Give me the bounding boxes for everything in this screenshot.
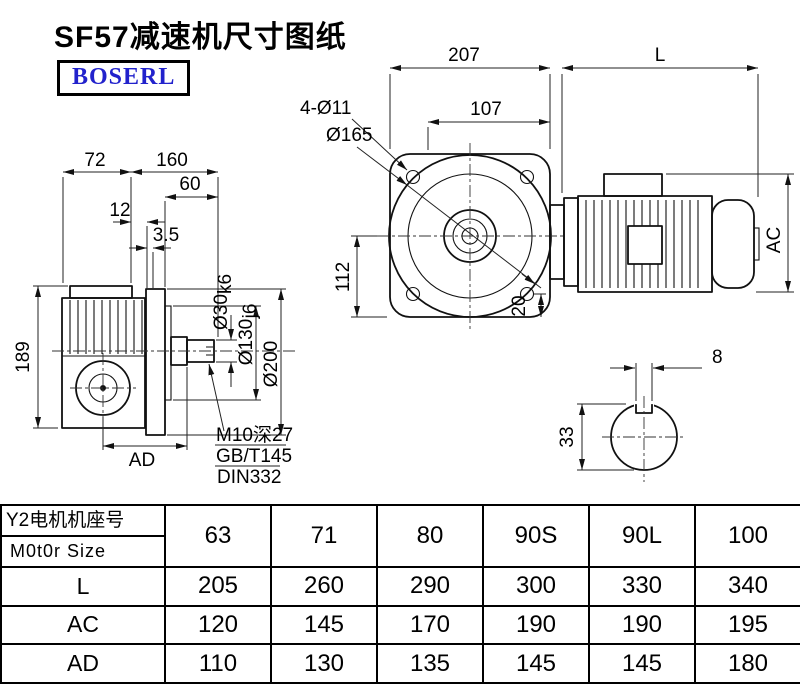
table-row-AC: AC 120 145 170 190 190 195 [0, 604, 800, 646]
cell-L-1: 260 [270, 566, 378, 607]
dim-4xd11-label: 4-Ø11 [300, 98, 351, 119]
page-title: SF57减速机尺寸图纸 [54, 21, 347, 54]
dim-ad-label: AD [129, 450, 155, 471]
cell-L-2: 290 [376, 566, 484, 607]
technical-drawing: 72 160 60 12 3.5 189 AD Ø30 k6 Ø130 j6 Ø… [13, 45, 794, 488]
cell-AC-4: 190 [588, 604, 696, 646]
table-row-AD: AD 110 130 135 145 145 180 [0, 643, 800, 684]
size-col-0: 63 [164, 504, 272, 568]
dim-8-label: 8 [712, 347, 723, 368]
cell-L-3: 300 [482, 566, 590, 607]
front-view-dimensions [351, 65, 794, 318]
dim-72-label: 72 [84, 150, 105, 171]
size-col-2: 80 [376, 504, 484, 568]
cell-AD-3: 145 [482, 643, 590, 684]
dia-30-label: Ø30 [211, 294, 232, 330]
note-line2: GB/T145 [216, 446, 292, 467]
size-col-3: 90S [482, 504, 590, 568]
header-label-cn: Y2电机机座号 [2, 506, 164, 537]
dim-112-label: 112 [333, 262, 354, 292]
dim-189-label: 189 [13, 341, 34, 373]
motor-size-table: Y2电机机座号 M0t0r Size 63 71 80 90S 90L 100 … [0, 504, 800, 684]
cell-L-0: 205 [164, 566, 272, 607]
cell-AC-1: 145 [270, 604, 378, 646]
dia-165-label: Ø165 [326, 125, 372, 146]
cell-L-4: 330 [588, 566, 696, 607]
front-view-labels: 207 L 107 4-Ø11 Ø165 112 20 AC [300, 45, 785, 317]
row-label-L: L [0, 566, 166, 607]
size-col-5: 100 [694, 504, 800, 568]
cell-AC-5: 195 [694, 604, 800, 646]
shaft-section-labels: 8 33 [557, 347, 723, 448]
dim-33-label: 33 [557, 426, 578, 447]
dim-207-label: 207 [448, 45, 480, 66]
note-line3: DIN332 [217, 467, 281, 488]
motor-size-header-cell: Y2电机机座号 M0t0r Size [0, 504, 166, 568]
dim-l-label: L [655, 45, 666, 66]
cell-AC-3: 190 [482, 604, 590, 646]
dia-130-label: Ø130 [236, 319, 257, 365]
brand-logo: BOSERL [57, 60, 191, 96]
dim-20-label: 20 [509, 295, 530, 316]
shaft-section-dimensions [577, 363, 702, 471]
cell-AD-4: 145 [588, 643, 696, 684]
size-col-1: 71 [270, 504, 378, 568]
dim-107-label: 107 [470, 99, 502, 120]
dim-160-label: 160 [156, 150, 188, 171]
dia-200-label: Ø200 [261, 341, 282, 387]
table-row-L: L 205 260 290 300 330 340 [0, 566, 800, 607]
row-label-AD: AD [0, 643, 166, 684]
cell-L-5: 340 [694, 566, 800, 607]
side-view-labels: 72 160 60 12 3.5 189 AD Ø30 k6 Ø130 j6 Ø… [13, 150, 293, 488]
cell-AD-5: 180 [694, 643, 800, 684]
cell-AC-0: 120 [164, 604, 272, 646]
header-label-en: M0t0r Size [10, 541, 107, 561]
size-col-4: 90L [588, 504, 696, 568]
table-header-row: Y2电机机座号 M0t0r Size 63 71 80 90S 90L 100 [0, 504, 800, 568]
cell-AD-0: 110 [164, 643, 272, 684]
front-view-geometry [377, 143, 760, 329]
cell-AD-2: 135 [376, 643, 484, 684]
dim-60-label: 60 [179, 174, 200, 195]
cell-AC-2: 170 [376, 604, 484, 646]
side-view-dimensions [33, 169, 286, 467]
dia-30-sub-label: k6 [215, 274, 236, 294]
cell-AD-1: 130 [270, 643, 378, 684]
dim-12-label: 12 [109, 200, 130, 221]
dim-ac-label: AC [764, 227, 785, 253]
dim-3-5-label: 3.5 [153, 225, 179, 246]
row-label-AC: AC [0, 604, 166, 646]
note-line1: M10深27 [216, 424, 293, 446]
dia-130-sub-label: j6 [240, 304, 261, 320]
shaft-section-geometry [602, 396, 686, 482]
